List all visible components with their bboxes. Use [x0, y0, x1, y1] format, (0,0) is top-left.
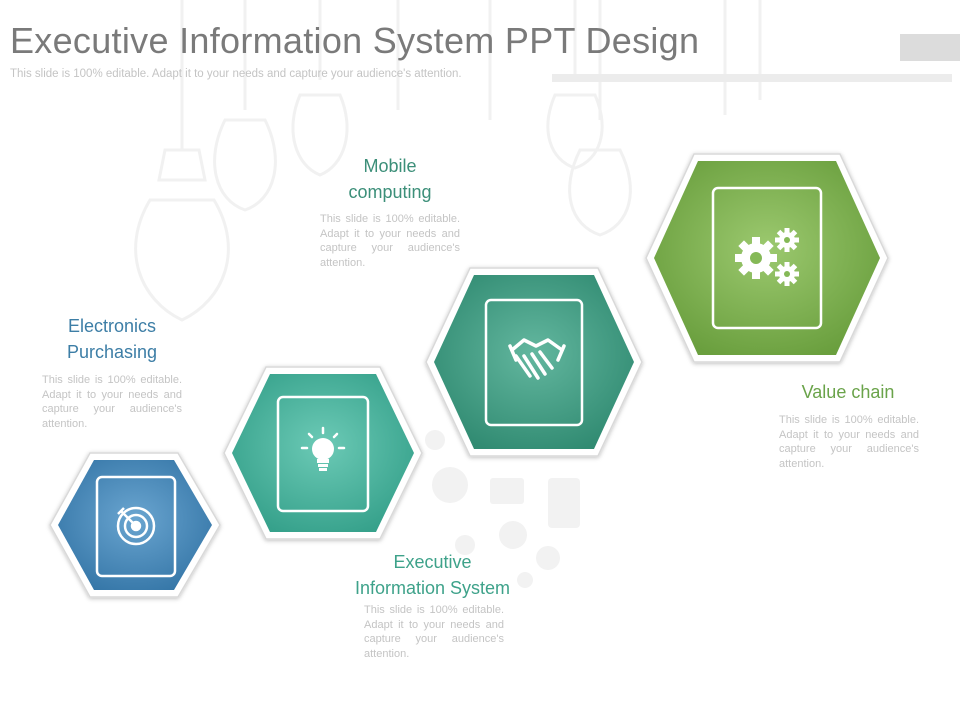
step-label-mobile-computing: Mobile computing — [348, 156, 432, 202]
step-description-mobile-computing: This slide is 100% editable. Adapt it to… — [320, 213, 460, 269]
step-label-executive-information-system: Executive Information System — [354, 552, 511, 598]
step-label-value-chain: Value chain — [801, 382, 895, 402]
lightbulb-icon — [300, 426, 346, 471]
handshake-icon — [508, 338, 566, 380]
slide-subtitle: This slide is 100% editable. Adapt it to… — [10, 68, 462, 80]
step-description-value-chain: This slide is 100% editable. Adapt it to… — [779, 414, 919, 470]
hexagon-electronics-purchasing — [49, 452, 221, 598]
hexagon-mobile-computing — [425, 267, 643, 457]
hexagon-value-chain — [645, 153, 889, 363]
slide-title: Executive Information System PPT Design — [10, 20, 700, 61]
target-icon — [116, 506, 156, 546]
step-label-electronics-purchasing: Electronics Purchasing — [66, 316, 158, 362]
header-accent-block — [900, 34, 960, 61]
step-description-executive-information-system: This slide is 100% editable. Adapt it to… — [364, 604, 504, 660]
header-accent-bar — [552, 74, 952, 82]
hexagon-executive-information-system — [223, 366, 423, 540]
step-description-electronics-purchasing: This slide is 100% editable. Adapt it to… — [42, 374, 182, 430]
